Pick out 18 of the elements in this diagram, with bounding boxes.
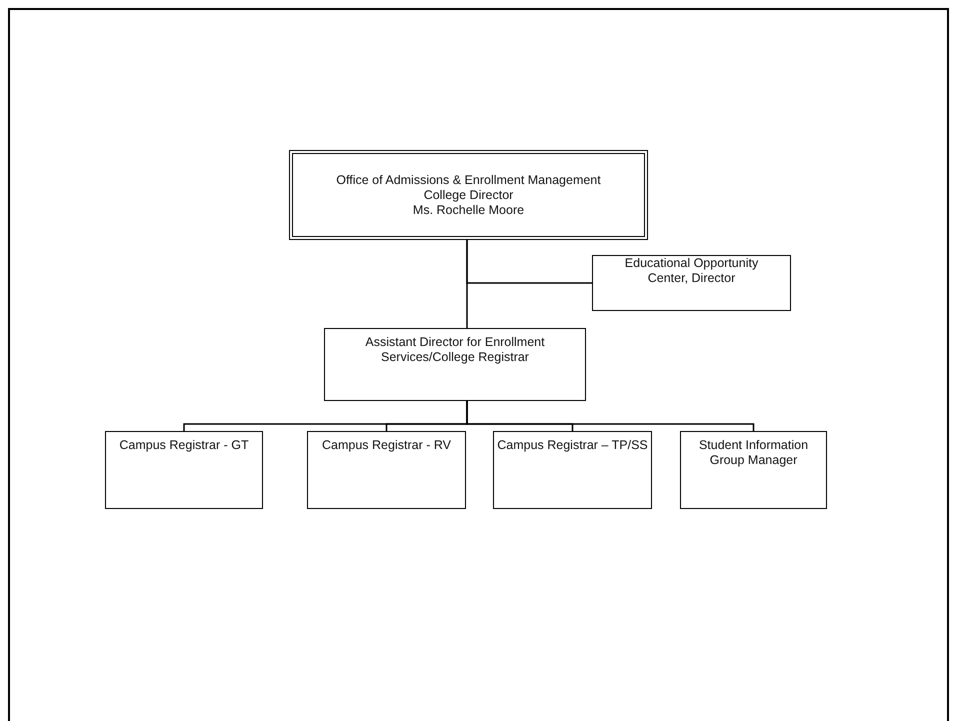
connector-line <box>466 240 468 328</box>
role-title: Educational Opportunity Center, Director <box>624 256 760 286</box>
role-title: Student Information Group Manager <box>698 438 810 468</box>
role-title: Campus Registrar - GT <box>119 438 249 453</box>
role-title: Office of Admissions & Enrollment Management <box>336 172 601 188</box>
connector-line <box>466 401 754 431</box>
org-box <box>324 328 586 401</box>
org-box <box>307 431 466 509</box>
role-title: College Director <box>424 188 514 202</box>
role-title: Ms. Rochelle Moore <box>412 202 524 218</box>
role-title: Assistant Director for Enrollment Services/College Registrar <box>364 335 546 365</box>
org-box <box>105 431 263 509</box>
org-box <box>289 150 648 240</box>
org-box <box>680 431 827 509</box>
role-title: Campus Registrar – TP/SS <box>497 438 648 453</box>
org-box <box>592 255 791 311</box>
org-box <box>493 431 652 509</box>
role-title: Campus Registrar - RV <box>322 438 451 453</box>
